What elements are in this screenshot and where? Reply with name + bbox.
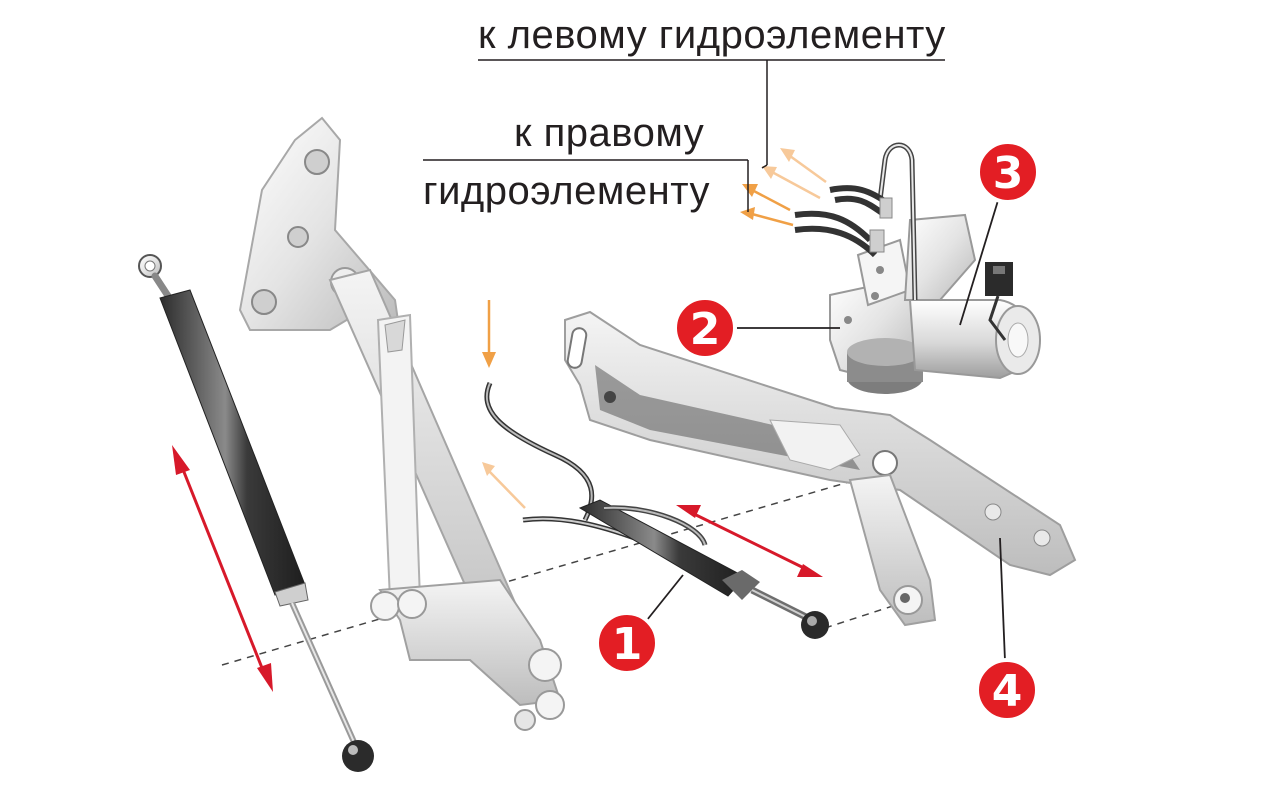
linkage-arm xyxy=(328,268,565,731)
svg-text:4: 4 xyxy=(992,666,1023,717)
label-to-right-line1: к правому xyxy=(514,111,704,155)
badge-1: 1 xyxy=(595,611,659,675)
cylinder-motion-arrow-icon xyxy=(676,505,823,577)
strut-motion-arrow-icon xyxy=(172,445,273,692)
flow-arrows-pump-icon xyxy=(740,148,827,227)
electric-motor xyxy=(903,213,1041,380)
svg-text:2: 2 xyxy=(690,304,721,355)
badge-3: 3 xyxy=(976,140,1040,204)
alignment-dashed-line xyxy=(221,469,891,666)
flow-arrow-return-icon xyxy=(482,462,526,509)
badge-leader-lines xyxy=(642,193,1006,662)
callout-leader-lines xyxy=(423,59,945,212)
label-to-right-line2: гидроэлементу xyxy=(423,169,710,213)
badge-2: 2 xyxy=(673,296,737,360)
label-to-left-element: к левому гидроэлементу xyxy=(478,13,946,57)
svg-text:3: 3 xyxy=(993,148,1024,199)
flow-arrow-down-icon xyxy=(482,300,496,368)
badge-4: 4 xyxy=(975,658,1039,722)
hydraulic-cylinder xyxy=(484,381,829,639)
hydraulic-pipes xyxy=(794,142,918,301)
svg-text:1: 1 xyxy=(612,619,643,670)
hydraulic-pump-unit xyxy=(829,238,923,394)
lever-arm xyxy=(564,310,1077,627)
gas-strut xyxy=(138,254,374,772)
